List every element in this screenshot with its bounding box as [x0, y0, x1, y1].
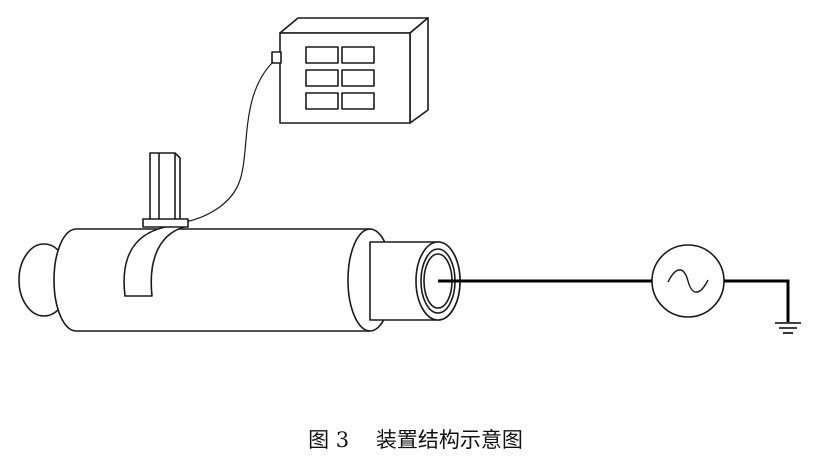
clamp-probe-icon: [123, 152, 189, 297]
figure-label: 图 3: [308, 428, 350, 452]
pipe-cylinder-icon: [18, 228, 461, 332]
signal-cable: [184, 61, 274, 223]
ac-source-icon: [651, 244, 725, 318]
display-cells: [305, 46, 375, 110]
figure-title: 装置结构示意图: [375, 428, 523, 452]
control-box-icon: [271, 17, 429, 124]
figure-caption: 图 3 装置结构示意图: [0, 424, 831, 454]
conductor-wire-to-ground: [724, 279, 790, 322]
box-connector: [271, 51, 282, 64]
ground-icon: [775, 322, 801, 334]
